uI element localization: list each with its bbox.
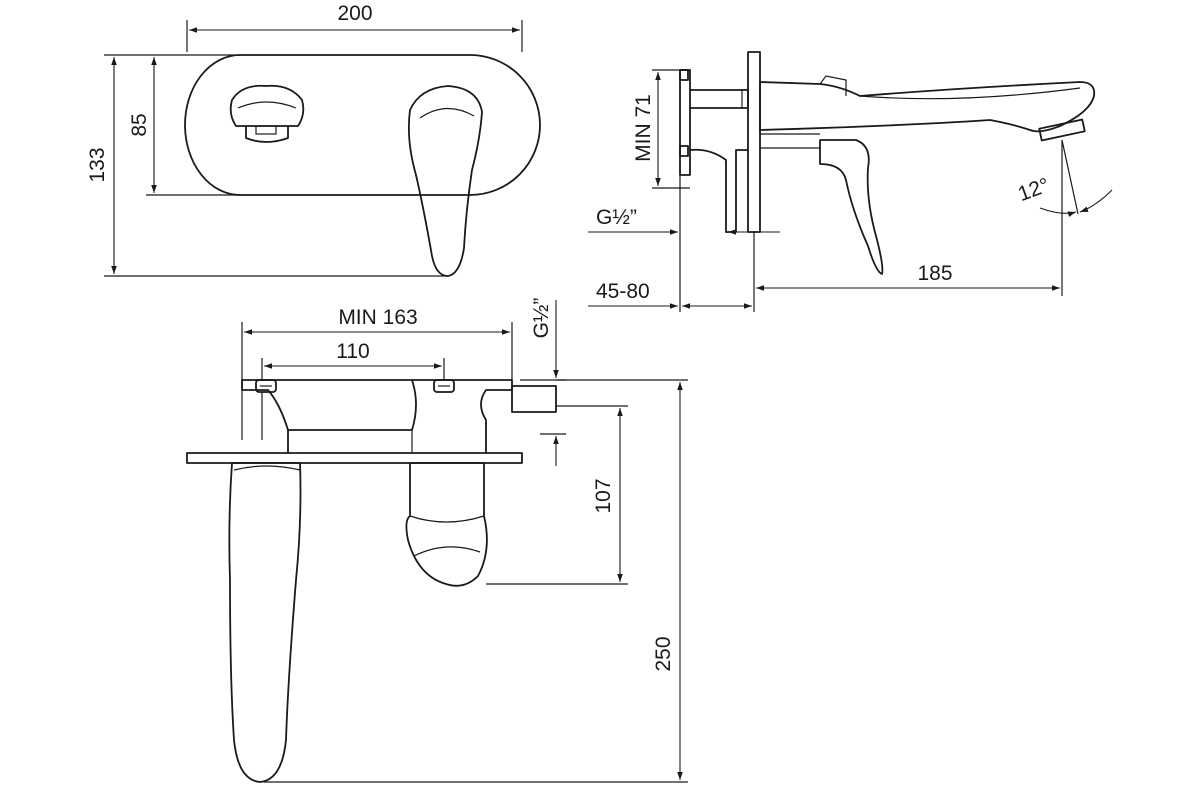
top-cover-plate <box>186 452 523 464</box>
dimension-85: 85 <box>128 113 151 136</box>
top-concealed-body <box>241 379 557 454</box>
top-spout <box>228 462 302 783</box>
concealed-body <box>679 69 749 233</box>
cover-plate <box>184 54 541 196</box>
dimension-g-half-top: G½” <box>530 298 553 339</box>
dimension-200: 200 <box>337 2 372 25</box>
dimension-45-80: 45-80 <box>596 280 650 303</box>
dimension-185: 185 <box>917 262 952 285</box>
dimension-min-163: MIN 163 <box>338 306 417 329</box>
top-lever-handle <box>405 462 488 587</box>
side-lever-handle <box>819 139 884 275</box>
lever-handle <box>407 85 483 277</box>
diverter-knob <box>229 84 305 143</box>
top-view: MIN 163 110 G½” 107 250 <box>186 298 688 783</box>
dimension-250: 250 <box>652 636 675 671</box>
wall-flange <box>747 51 761 233</box>
front-view: 200 133 85 <box>86 2 541 277</box>
dimension-min-71: MIN 71 <box>632 94 655 162</box>
dimension-g-half-side: G½” <box>596 206 637 229</box>
dimension-110: 110 <box>336 340 369 363</box>
dimension-12-degrees: 12° <box>1015 174 1053 206</box>
side-view: MIN 71 G½” 45-80 185 12° <box>588 51 1113 312</box>
dimension-133: 133 <box>86 147 109 182</box>
spout <box>759 81 1096 133</box>
dimension-107: 107 <box>592 478 615 513</box>
